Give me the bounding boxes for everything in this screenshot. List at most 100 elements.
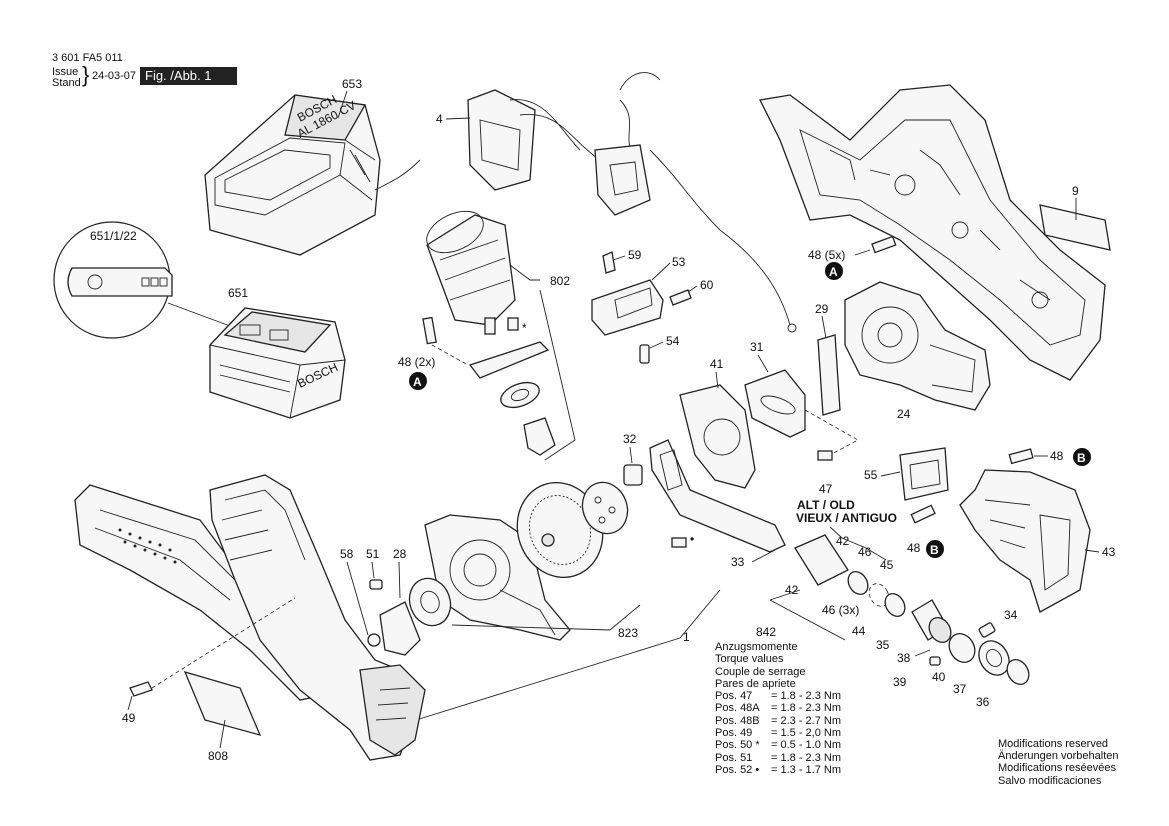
plate-41 [679, 384, 756, 489]
callout-59: 59 [628, 248, 642, 262]
pin-58 [367, 633, 381, 647]
callout-9: 9 [1072, 184, 1079, 198]
callout-35: 35 [876, 638, 890, 652]
bearing [500, 381, 540, 409]
torque-row: Pos. 48B= 2.3 - 2.7 Nm [715, 714, 842, 727]
callout-48b-2: 48 [907, 541, 921, 555]
callout-42a: 42 [836, 534, 850, 548]
stand-label: Stand [52, 77, 81, 89]
badge-b-2: B [930, 543, 939, 557]
alt-old-label: ALT / OLD [797, 498, 855, 512]
torque-title-es: Pares de apriete [715, 677, 796, 690]
collar-37 [978, 640, 1010, 676]
gear-housing-823 [424, 514, 571, 641]
callout-808: 808 [208, 749, 228, 763]
guard-43 [959, 469, 1091, 613]
vieux-antiguo-label: VIEUX / ANTIGUO [796, 511, 897, 525]
plate-29 [817, 334, 841, 416]
torque-row: Pos. 52 •= 1.3 - 1.7 Nm [715, 763, 842, 776]
callout-1: 1 [683, 630, 690, 644]
rod-33 [649, 439, 786, 553]
pin-54 [639, 344, 650, 364]
callout-653: 653 [342, 77, 362, 91]
callout-46-3x: 46 (3x) [822, 603, 859, 617]
issue-label: Issue [52, 66, 79, 78]
badge-b-1: B [1077, 451, 1086, 465]
callout-43: 43 [1102, 545, 1116, 559]
mod-de: Änderungen vorbehalten [998, 750, 1119, 763]
pin-34 [978, 622, 996, 638]
callout-48-5x: 48 (5x) [808, 248, 845, 262]
screw-51 [369, 579, 383, 590]
gasket [379, 601, 421, 656]
part-31 [744, 369, 806, 438]
screw-48-2x [422, 316, 437, 345]
pinion [523, 417, 556, 456]
torque-title-de: Anzugsmomente [715, 641, 798, 653]
bushing-42 [794, 534, 849, 586]
ring-36 [1006, 659, 1030, 685]
label-detail-circle [53, 221, 231, 339]
torque-row: Pos. 51= 1.8 - 2.3 Nm [715, 751, 842, 764]
callout-45: 45 [880, 558, 894, 572]
callout-651: 651 [228, 286, 248, 300]
callout-24: 24 [897, 407, 911, 421]
label-9 [1039, 204, 1111, 251]
callout-651-1-22: 651/1/22 [90, 229, 137, 243]
charger-653: BOSCH AL 1860 CV [204, 92, 421, 256]
label-808 [183, 670, 262, 736]
motor-bracket [468, 341, 550, 379]
bearing-28 [408, 577, 452, 627]
callout-33: 33 [731, 555, 745, 569]
figure-label: Fig. /Abb. 1 [140, 67, 237, 85]
torque-title-en: Torque values [715, 653, 784, 666]
callout-38: 38 [897, 651, 911, 665]
modifications-notice: Modifications reserved Änderungen vorbeh… [998, 738, 1118, 787]
callout-54: 54 [666, 334, 680, 348]
callout-60: 60 [700, 278, 714, 292]
brace: } [82, 62, 90, 87]
gear-housing-24 [844, 281, 991, 411]
callout-41: 41 [710, 357, 724, 371]
callout-47: 47 [819, 482, 833, 496]
callout-37: 37 [953, 682, 967, 696]
mod-fr: Modifications reséevées [998, 762, 1117, 775]
badge-a-2: A [829, 265, 838, 279]
callout-40: 40 [932, 670, 946, 684]
issue-date: 24-03-07 [92, 70, 137, 82]
torque-row: Pos. 49= 1.5 - 2,0 Nm [715, 727, 842, 740]
star-mark: * [522, 321, 527, 335]
electronics-4 [467, 72, 797, 333]
callout-842: 842 [756, 625, 776, 639]
callout-48-2x: 48 (2x) [398, 355, 435, 369]
ring-46 [847, 571, 869, 595]
part-55 [899, 447, 949, 501]
screw-48b-2 [910, 504, 936, 524]
mod-es: Salvo modificaciones [998, 774, 1102, 787]
callout-31: 31 [750, 340, 764, 354]
pin-39 [929, 656, 941, 666]
callout-51: 51 [366, 547, 380, 561]
motor-802 [426, 210, 519, 335]
callout-48b-1: 48 [1050, 449, 1064, 463]
ring-44 [884, 593, 906, 617]
saw-body-1 [74, 474, 426, 761]
screw-52 [671, 537, 687, 548]
torque-table: Anzugsmomente Torque values Couple de se… [715, 641, 841, 776]
screw-48-5x [871, 235, 897, 254]
sleeve-32 [623, 464, 643, 486]
torque-row: Pos. 47= 1.8 - 2.3 Nm [715, 690, 842, 703]
callout-46a: 46 [858, 545, 872, 559]
callout-55: 55 [864, 468, 878, 482]
eccentric-plate [581, 481, 629, 535]
callout-28: 28 [393, 547, 407, 561]
spring-60 [669, 289, 692, 306]
mod-en: Modifications reserved [998, 738, 1109, 750]
badge-a-1: A [413, 375, 422, 389]
screw-47 [817, 450, 833, 461]
callout-4: 4 [436, 112, 443, 126]
torque-title-fr: Couple de serrage [715, 665, 806, 678]
housing-shell-9 [759, 84, 1106, 381]
callout-32: 32 [623, 432, 637, 446]
